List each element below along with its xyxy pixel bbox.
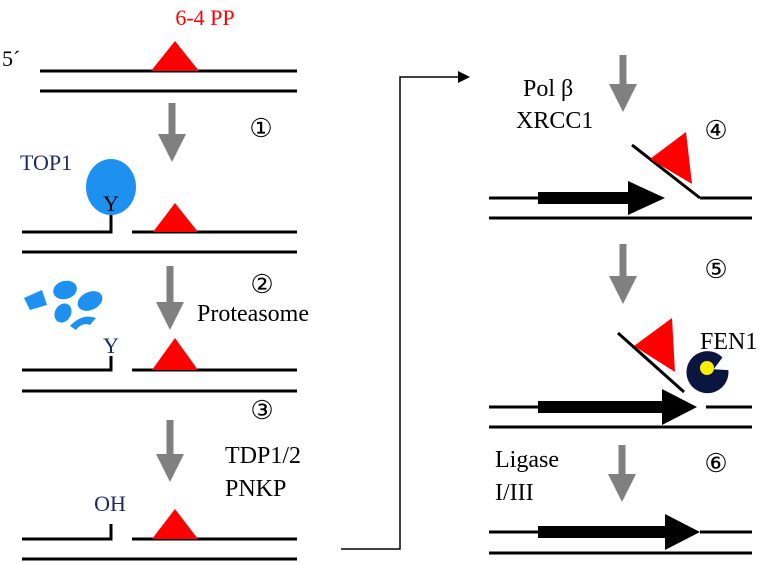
step-number-4: ④ <box>704 116 727 145</box>
stage-cleaned: OH <box>22 491 297 561</box>
connector-arrow <box>341 71 470 550</box>
lesion-triangle <box>152 338 198 370</box>
new-synthesis-arrow <box>538 389 697 425</box>
step-2: ② Proteasome <box>156 266 309 330</box>
tyrosine-label: Y <box>103 333 119 358</box>
stage-initial: 6-4 PP 5´ <box>2 5 297 93</box>
stage-synthesis <box>489 132 752 220</box>
lesion-triangle <box>650 132 692 184</box>
lesion-triangle <box>634 318 675 372</box>
stage-ligated <box>489 514 752 555</box>
fen1-nuclease <box>686 351 729 394</box>
nicked-strand-left <box>22 215 113 234</box>
step-6: Ligase I/III ⑥ <box>495 445 728 506</box>
displaced-flap <box>631 143 701 200</box>
top1-fragments <box>24 280 103 330</box>
step-number-1: ① <box>249 114 272 143</box>
top1-protein <box>86 159 136 215</box>
lesion-triangle <box>153 203 198 232</box>
lesion-triangle <box>151 41 199 71</box>
step-number-2: ② <box>250 270 273 299</box>
step-3: ③ TDP1/2 PNKP <box>156 396 301 502</box>
lesion-label: 6-4 PP <box>175 5 234 30</box>
xrcc1-label: XRCC1 <box>516 108 593 134</box>
proteasome-label: Proteasome <box>197 301 309 327</box>
ligase-label: Ligase <box>495 447 559 473</box>
ligase-type-label: I/III <box>495 480 534 506</box>
step-number-6: ⑥ <box>704 449 727 478</box>
step-number-5: ⑤ <box>704 255 727 284</box>
hydroxyl-label: OH <box>94 491 126 516</box>
step-number-3: ③ <box>250 396 273 425</box>
displaced-flap <box>617 331 685 394</box>
top1-label: TOP1 <box>20 150 72 175</box>
step-1: ① <box>158 103 273 162</box>
nicked-strand-left <box>22 524 113 541</box>
nicked-strand-left <box>22 356 113 372</box>
five-prime-label: 5´ <box>2 46 20 71</box>
fen1-label: FEN1 <box>700 329 757 355</box>
stage-top1-trapped: TOP1 Y <box>20 150 297 254</box>
lesion-triangle <box>152 509 198 539</box>
repaired-strand-arrow <box>538 514 700 550</box>
tdp-label: TDP1/2 <box>225 443 301 469</box>
stage-degraded: Y <box>22 280 297 393</box>
pol-beta-label: Pol β <box>523 76 573 102</box>
step-4: Pol β XRCC1 ④ <box>516 55 728 145</box>
step-5: ⑤ <box>609 244 728 304</box>
stage-flap-cleavage: FEN1 <box>489 318 757 429</box>
tyrosine-label: Y <box>103 191 119 216</box>
new-synthesis-arrow <box>538 181 665 215</box>
pnkp-label: PNKP <box>225 476 286 502</box>
